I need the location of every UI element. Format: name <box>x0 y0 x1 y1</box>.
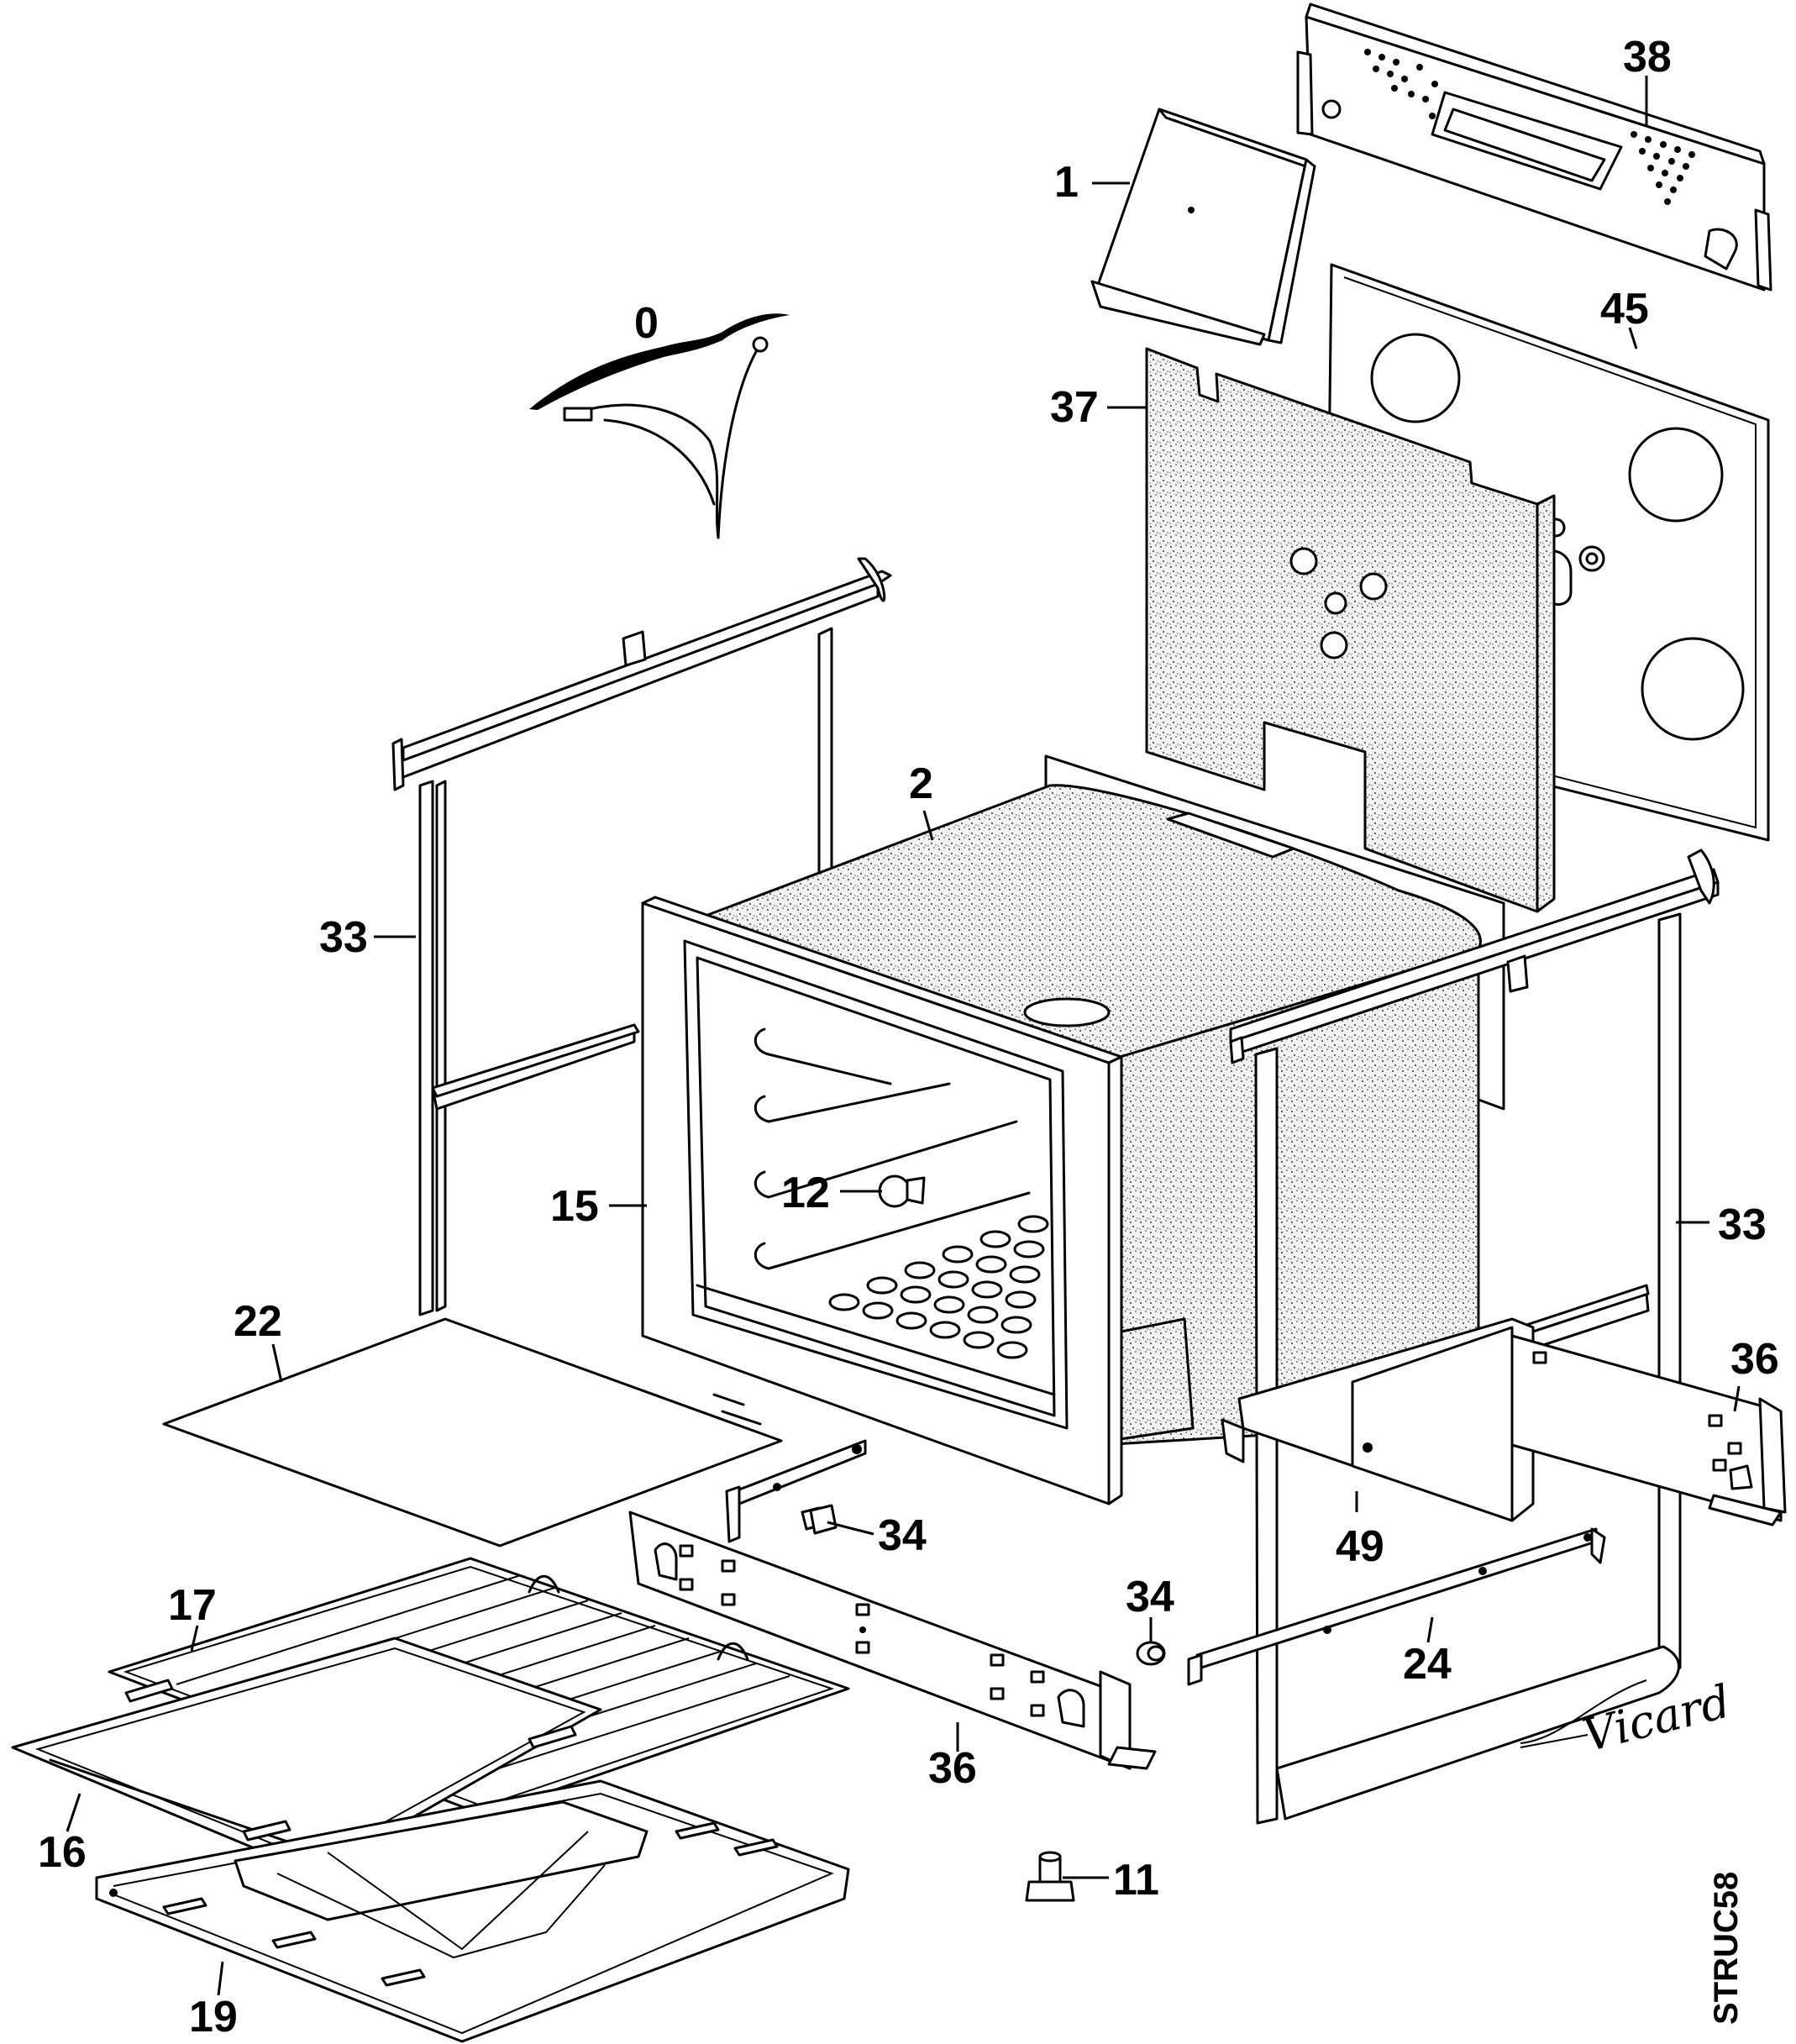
part-36-left-rail <box>628 1511 1157 1770</box>
label-36-left: 36 <box>928 1744 977 1793</box>
part-36-right-rail <box>1510 1334 1787 1526</box>
label-45: 45 <box>1600 285 1649 334</box>
part-34-right-screw <box>1136 1641 1166 1666</box>
part-37-insulation <box>1145 347 1556 913</box>
part-38-rear-plate <box>1296 3 1772 292</box>
label-2: 2 <box>909 759 933 808</box>
label-34-left: 34 <box>878 1511 927 1560</box>
label-22: 22 <box>234 1297 282 1346</box>
part-19-bottom-plate <box>95 1779 850 2043</box>
label-12: 12 <box>781 1169 830 1217</box>
label-15: 15 <box>550 1182 599 1231</box>
figure-code: STRUC58 <box>1708 1872 1745 2025</box>
label-38: 38 <box>1623 33 1672 81</box>
label-1: 1 <box>1054 158 1079 207</box>
callout-labels: 0 1 2 11 12 15 16 17 19 22 24 33 33 34 3… <box>38 33 1779 2041</box>
part-15-front-frame <box>641 896 1123 1505</box>
part-12-lamp <box>878 1174 926 1208</box>
label-37: 37 <box>1050 383 1099 432</box>
label-19: 19 <box>189 1993 238 2041</box>
vent-holes <box>1364 49 1695 205</box>
label-0: 0 <box>634 299 659 348</box>
part-2-oven-cavity <box>704 754 1505 1447</box>
part-49-housing <box>1221 1317 1535 1522</box>
label-16: 16 <box>38 1828 87 1877</box>
label-11: 11 <box>1113 1856 1159 1905</box>
part-34-left-runner <box>725 1439 867 1543</box>
label-34-right: 34 <box>1126 1573 1174 1621</box>
part-24-runner <box>1187 1527 1606 1686</box>
label-33-left: 33 <box>319 913 368 962</box>
part-0-thermocouple <box>529 313 790 539</box>
label-49: 49 <box>1336 1522 1384 1571</box>
part-1-cover <box>1090 108 1316 346</box>
leader-lines <box>66 76 1741 1996</box>
floor-holes <box>828 1215 1049 1359</box>
label-33-right: 33 <box>1718 1201 1767 1249</box>
label-17: 17 <box>168 1581 217 1630</box>
part-11-foot <box>1025 1851 1075 1902</box>
label-24: 24 <box>1403 1640 1452 1689</box>
part-16-tray <box>11 1637 602 1875</box>
part-33-left-frame <box>391 557 892 1316</box>
part-22-plate <box>162 1317 783 1547</box>
label-36-right: 36 <box>1730 1335 1779 1384</box>
